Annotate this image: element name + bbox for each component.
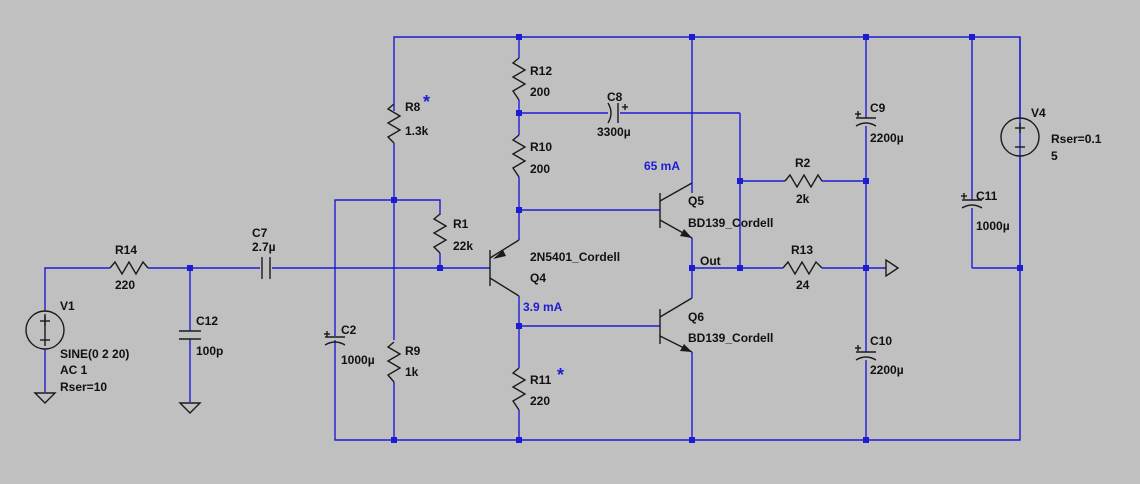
output-port-icon bbox=[885, 258, 900, 278]
c8-symbol[interactable] bbox=[607, 102, 628, 124]
wire-input bbox=[44, 267, 110, 311]
labels: R14 220 C12 100p C7 2.7µ C2 1000µ R8 * 1… bbox=[60, 64, 1102, 408]
wire-top-rail bbox=[393, 36, 1021, 268]
current-annotation-q4: 3.9 mA bbox=[523, 300, 563, 314]
r13-name: R13 bbox=[791, 243, 813, 257]
r13-symbol[interactable] bbox=[782, 260, 823, 276]
r9-value: 1k bbox=[405, 365, 419, 379]
r10-name: R10 bbox=[530, 140, 552, 154]
v1-line2: AC 1 bbox=[60, 363, 88, 377]
v1-source-symbol[interactable] bbox=[25, 310, 65, 350]
r10-value: 200 bbox=[530, 162, 550, 176]
c9-symbol[interactable] bbox=[855, 111, 877, 127]
r8-value: 1.3k bbox=[405, 124, 429, 138]
r14-name: R14 bbox=[115, 243, 137, 257]
c7-symbol[interactable] bbox=[261, 257, 271, 279]
c12-symbol[interactable] bbox=[179, 330, 201, 340]
c9-value: 2200µ bbox=[870, 131, 904, 145]
c7-value: 2.7µ bbox=[252, 240, 276, 254]
q4-transistor-symbol[interactable] bbox=[489, 239, 520, 297]
r2-value: 2k bbox=[796, 192, 810, 206]
c8-name: C8 bbox=[607, 90, 623, 104]
q6-name: Q6 bbox=[688, 310, 704, 324]
c10-value: 2200µ bbox=[870, 363, 904, 377]
v4-line2: 5 bbox=[1051, 149, 1058, 163]
r8-symbol[interactable] bbox=[386, 103, 402, 144]
c12-value: 100p bbox=[196, 344, 223, 358]
r11-value: 220 bbox=[530, 394, 550, 408]
r11-mark: * bbox=[557, 365, 564, 385]
q5-model: BD139_Cordell bbox=[688, 216, 773, 230]
v4-line1: Rser=0.1 bbox=[1051, 132, 1102, 146]
q6-transistor-symbol[interactable] bbox=[659, 297, 693, 353]
r2-name: R2 bbox=[795, 156, 811, 170]
wires bbox=[44, 36, 1021, 441]
c12-name: C12 bbox=[196, 314, 218, 328]
r1-name: R1 bbox=[453, 217, 469, 231]
r11-name: R11 bbox=[530, 373, 552, 387]
c11-symbol[interactable] bbox=[961, 193, 983, 209]
v4-source-symbol[interactable] bbox=[1000, 37, 1040, 268]
c10-symbol[interactable] bbox=[855, 345, 877, 361]
c9-name: C9 bbox=[870, 101, 886, 115]
r8-name: R8 bbox=[405, 100, 421, 114]
c2-value: 1000µ bbox=[341, 353, 375, 367]
current-annotation-q5: 65 mA bbox=[644, 159, 680, 173]
r1-value: 22k bbox=[453, 239, 473, 253]
r9-name: R9 bbox=[405, 344, 421, 358]
ground-symbol-v1 bbox=[33, 392, 57, 404]
wire-bottom-rail bbox=[334, 268, 1021, 441]
r12-value: 200 bbox=[530, 85, 550, 99]
out-label: Out bbox=[700, 254, 721, 268]
r2-symbol[interactable] bbox=[784, 173, 823, 189]
q6-model: BD139_Cordell bbox=[688, 331, 773, 345]
junctions bbox=[187, 34, 1023, 443]
q4-name: Q4 bbox=[530, 271, 546, 285]
r12-name: R12 bbox=[530, 64, 552, 78]
r12-symbol[interactable] bbox=[511, 57, 527, 101]
c8-value: 3300µ bbox=[597, 125, 631, 139]
c2-symbol[interactable] bbox=[324, 331, 346, 346]
r11-symbol[interactable] bbox=[511, 367, 527, 411]
r8-mark: * bbox=[423, 92, 430, 112]
r14-symbol[interactable] bbox=[109, 260, 149, 276]
c7-name: C7 bbox=[252, 226, 268, 240]
r10-symbol[interactable] bbox=[511, 134, 527, 178]
c10-name: C10 bbox=[870, 334, 892, 348]
q5-transistor-symbol[interactable] bbox=[659, 182, 693, 239]
r14-value: 220 bbox=[115, 278, 135, 292]
v1-line3: Rser=10 bbox=[60, 380, 107, 394]
c11-name: C11 bbox=[976, 189, 998, 203]
v4-name: V4 bbox=[1031, 106, 1046, 120]
ground-symbol-c12 bbox=[178, 402, 202, 414]
c2-name: C2 bbox=[341, 323, 357, 337]
v1-line1: SINE(0 2 20) bbox=[60, 347, 129, 361]
r9-symbol[interactable] bbox=[386, 341, 402, 383]
r1-symbol[interactable] bbox=[432, 213, 448, 254]
c11-value: 1000µ bbox=[976, 219, 1010, 233]
q5-name: Q5 bbox=[688, 194, 704, 208]
r13-value: 24 bbox=[796, 278, 810, 292]
v1-name: V1 bbox=[60, 299, 75, 313]
q4-model: 2N5401_Cordell bbox=[530, 250, 620, 264]
